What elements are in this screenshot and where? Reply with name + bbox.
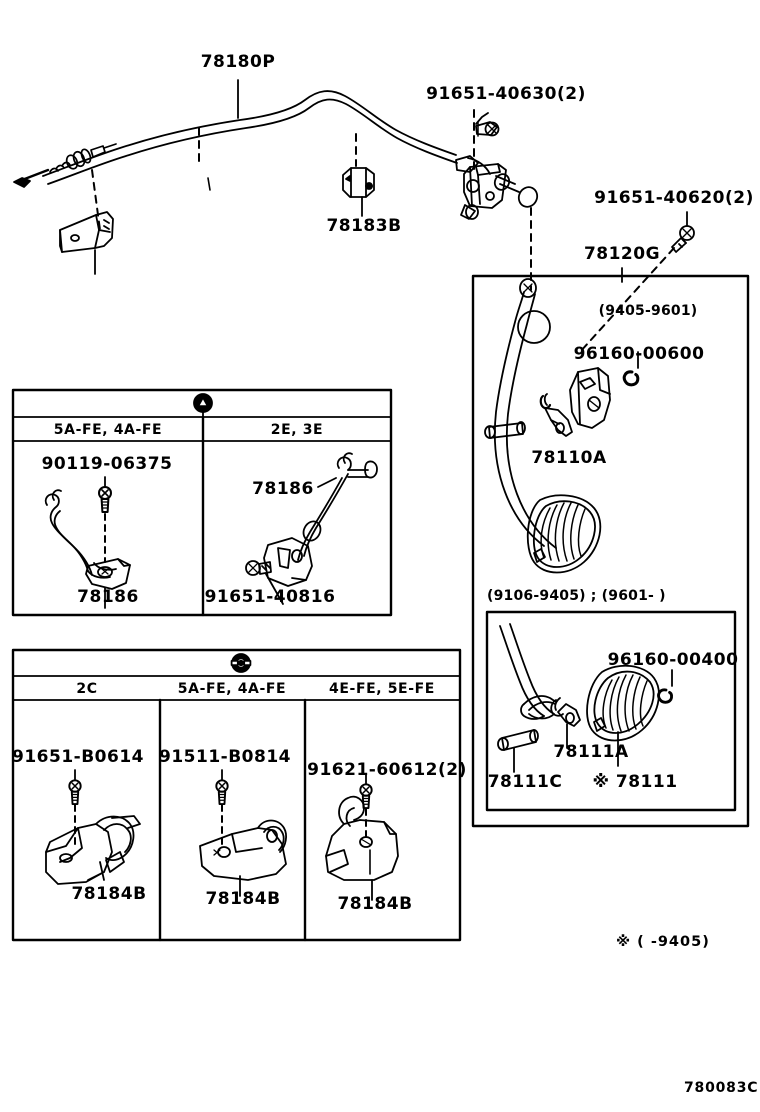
callout-78111C: 78111C [487, 772, 563, 792]
callout-91621-60612: 91621-60612(2) [307, 760, 467, 780]
callout-78184B-col3: 78184B [337, 894, 413, 914]
panel-circle-header-col1: 2C [76, 681, 98, 697]
callout-96160-00600: 96160-00600 [573, 344, 705, 364]
condition-9405-9601: (9405-9601) [598, 303, 698, 319]
footnote: ※ ( -9405) [616, 934, 710, 950]
callout-78184B-col1: 78184B [71, 884, 147, 904]
callout-78186-col2: 78186 [252, 479, 314, 499]
panel-circle-header-col2: 5A-FE, 4A-FE [177, 681, 287, 697]
callout-91651-40630: 91651-40630(2) [426, 84, 586, 104]
callout-78184B-col2: 78184B [205, 889, 281, 909]
callout-78111: ※ 78111 [592, 772, 678, 792]
panel-circle-header-col3: 4E-FE, 5E-FE [329, 681, 435, 697]
callout-78180P: 78180P [200, 52, 276, 72]
callout-91651-40816: 91651-40816 [204, 587, 336, 607]
panel-triangle-header-col2: 2E, 3E [270, 422, 324, 438]
panel-triangle-header-col1: 5A-FE, 4A-FE [53, 422, 163, 438]
diagram-id: 780083C [684, 1080, 759, 1096]
callout-78183B: 78183B [326, 216, 402, 236]
callout-78120G: 78120G [583, 244, 661, 264]
callout-90119-06375: 90119-06375 [41, 454, 173, 474]
callout-78110A: 78110A [531, 448, 607, 468]
callout-96160-00400: 96160-00400 [607, 650, 739, 670]
callout-78111A: 78111A [553, 742, 629, 762]
callout-91651-40620: 91651-40620(2) [594, 188, 754, 208]
callout-78186-col1: 78186 [77, 587, 139, 607]
callout-91651-B0614: 91651-B0614 [12, 747, 144, 767]
condition-9106-9405-9601: (9106-9405) ; (9601- ) [487, 588, 666, 604]
callout-91511-B0814: 91511-B0814 [159, 747, 291, 767]
